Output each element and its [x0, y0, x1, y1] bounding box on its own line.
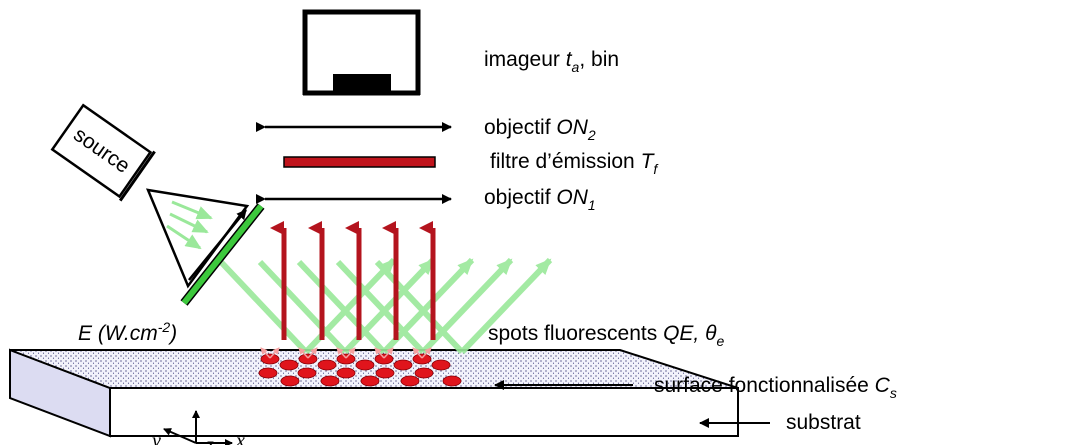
emission-ray: [412, 347, 423, 359]
dichroic-mirror-fill: [181, 204, 264, 305]
imager-label: imageur ta, bin: [484, 48, 619, 75]
source-aperture: [118, 150, 156, 202]
filter-label: filtre d’émission Tf: [490, 150, 659, 177]
emission-ray: [345, 347, 356, 359]
incident-beam: [296, 259, 387, 355]
axis-y-label: y: [150, 430, 161, 445]
irradiance-label: E (W.cm-2): [78, 319, 177, 345]
fluorescent-spot: [260, 353, 280, 365]
fluorescent-spot: [279, 359, 299, 371]
emission-ray: [307, 347, 318, 359]
fluorescent-spot: [431, 359, 451, 371]
fluorescent-spot: [393, 359, 413, 371]
fluorescent-spot: [336, 353, 356, 365]
reflected-beam: [459, 257, 553, 355]
source-box: [50, 103, 153, 199]
fluorescent-spot: [297, 367, 317, 379]
incident-beam: [374, 259, 465, 355]
incident-beam: [257, 259, 348, 355]
spots-label: spots fluorescents QE, θe: [488, 322, 725, 349]
fluorescent-spot: [298, 353, 318, 365]
cone-arrow: [188, 209, 247, 281]
light-source: source: [50, 103, 156, 202]
fluorescent-spots: [258, 347, 462, 387]
emission-arrows: [270, 221, 436, 340]
substrate-label: substrat: [786, 411, 861, 434]
emission-ray: [298, 347, 309, 359]
fluorescent-spot: [360, 375, 380, 387]
fluorescent-spot: [317, 359, 337, 371]
emission-ray: [383, 347, 394, 359]
axis-z-label: z: [205, 434, 214, 445]
source-rays: [166, 200, 213, 250]
imager-sensor: [333, 74, 391, 94]
emission-ray: [269, 347, 280, 359]
reflected-beam: [381, 257, 475, 355]
fluorescent-spot: [374, 353, 394, 365]
fluorescent-spot: [355, 359, 375, 371]
substrate-side-face: [109, 387, 739, 437]
emission-ray: [421, 347, 432, 359]
emission-ray: [374, 347, 385, 359]
fluorescent-spot: [412, 353, 432, 365]
axes: y z x: [150, 410, 245, 445]
fluorescent-spot: [400, 375, 420, 387]
emission-ray: [260, 347, 271, 359]
fluorescent-spot: [320, 375, 340, 387]
fluorescent-spot: [442, 375, 462, 387]
emission-filter: [283, 156, 436, 168]
fluorescent-spot: [336, 367, 356, 379]
imager: [302, 9, 421, 96]
objective1-label: objectif ON1: [484, 186, 596, 213]
fluorescent-spot: [414, 367, 434, 379]
reflected-beam: [420, 257, 514, 355]
axis-y: [163, 428, 197, 444]
incident-beam: [335, 259, 426, 355]
incident-beam: [218, 259, 309, 355]
emission-ray: [336, 347, 347, 359]
substrate: [9, 348, 739, 438]
imager-body: [302, 9, 421, 95]
objective2-label: objectif ON2: [484, 116, 596, 143]
excitation-beams: [218, 257, 553, 355]
surface-label: surface fonctionnalisée Cs: [654, 374, 897, 401]
illumination-optics: [145, 188, 265, 306]
fluorescent-spot: [375, 367, 395, 379]
axis-x-label: x: [235, 430, 245, 445]
fluorescent-spot: [280, 375, 300, 387]
fluorescent-spot: [258, 367, 278, 379]
